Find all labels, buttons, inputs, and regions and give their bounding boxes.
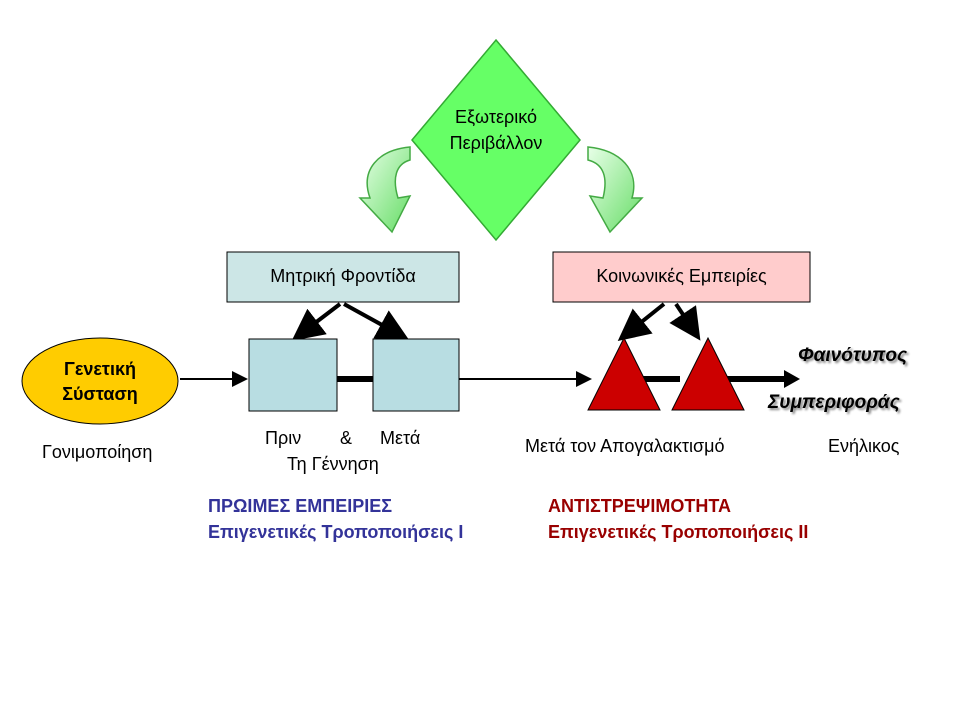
arrow-maternal-to-postnatal: [343, 302, 410, 340]
maternal-care-box: [226, 251, 460, 303]
left-notes-line1: ΠΡΩΙΜΕΣ ΕΜΠΕΙΡΙΕΣ: [208, 496, 393, 516]
right-notes: ΑΝΤΙΣΤΡΕΨΙΜΟΤΗΤΑ Επιγενετικές Τροποποιήσ…: [548, 493, 808, 545]
social-experiences-label: Κοινωνικές Εμπειρίες: [596, 266, 767, 286]
triangle-1: [587, 336, 661, 411]
fertilization-label: Γονιμοποίηση: [42, 442, 153, 462]
environment-line1: Εξωτερικό: [454, 107, 538, 127]
weaning-label: Μετά τον Απογαλακτισμό: [525, 436, 725, 456]
environment-diamond: [411, 38, 581, 242]
right-notes-line1: ΑΝΤΙΣΤΡΕΨΙΜΟΤΗΤΑ: [548, 496, 732, 516]
maternal-care-label: Μητρική Φροντίδα: [270, 266, 416, 286]
genetic-label: Γενετική Σύσταση: [30, 357, 170, 407]
left-notes: ΠΡΩΙΜΕΣ ΕΜΠΕΙΡΙΕΣ Επιγενετικές Τροποποιή…: [208, 493, 463, 545]
genetic-line1: Γενετική: [64, 359, 136, 379]
curved-arrow-right: [587, 146, 644, 234]
amp-label: &: [340, 428, 353, 448]
birth-label: Τη Γέννηση: [287, 454, 379, 474]
genetic-oval: [21, 337, 179, 425]
after-label: Μετά: [380, 428, 421, 448]
social-experiences-box: [552, 251, 811, 303]
environment-line2: Περιβάλλον: [449, 133, 543, 153]
before-label: Πριν: [265, 428, 302, 448]
prenatal-square: [248, 338, 338, 412]
arrow-social-to-triangle-1: [617, 302, 666, 341]
phenotype-line2: Συμπεριφοράς: [768, 392, 900, 413]
timeline-final-arrowhead: [784, 370, 800, 388]
arrow-maternal-to-prenatal: [291, 302, 342, 341]
adult-label: Ενήλικος: [828, 436, 900, 456]
phenotype-line1: Φαινότυπος: [798, 345, 908, 366]
right-notes-line2: Επιγενετικές Τροποποιήσεις ΙΙ: [548, 522, 809, 542]
genetic-line2: Σύσταση: [62, 384, 138, 404]
curved-arrow-left: [358, 146, 412, 234]
triangle-2: [671, 336, 745, 411]
postnatal-square: [372, 338, 460, 412]
left-notes-line2: Επιγενετικές Τροποποιήσεις Ι: [208, 522, 464, 542]
arrow-social-to-triangle-2: [669, 302, 701, 341]
environment-label: Εξωτερικό Περιβάλλον: [424, 104, 568, 156]
